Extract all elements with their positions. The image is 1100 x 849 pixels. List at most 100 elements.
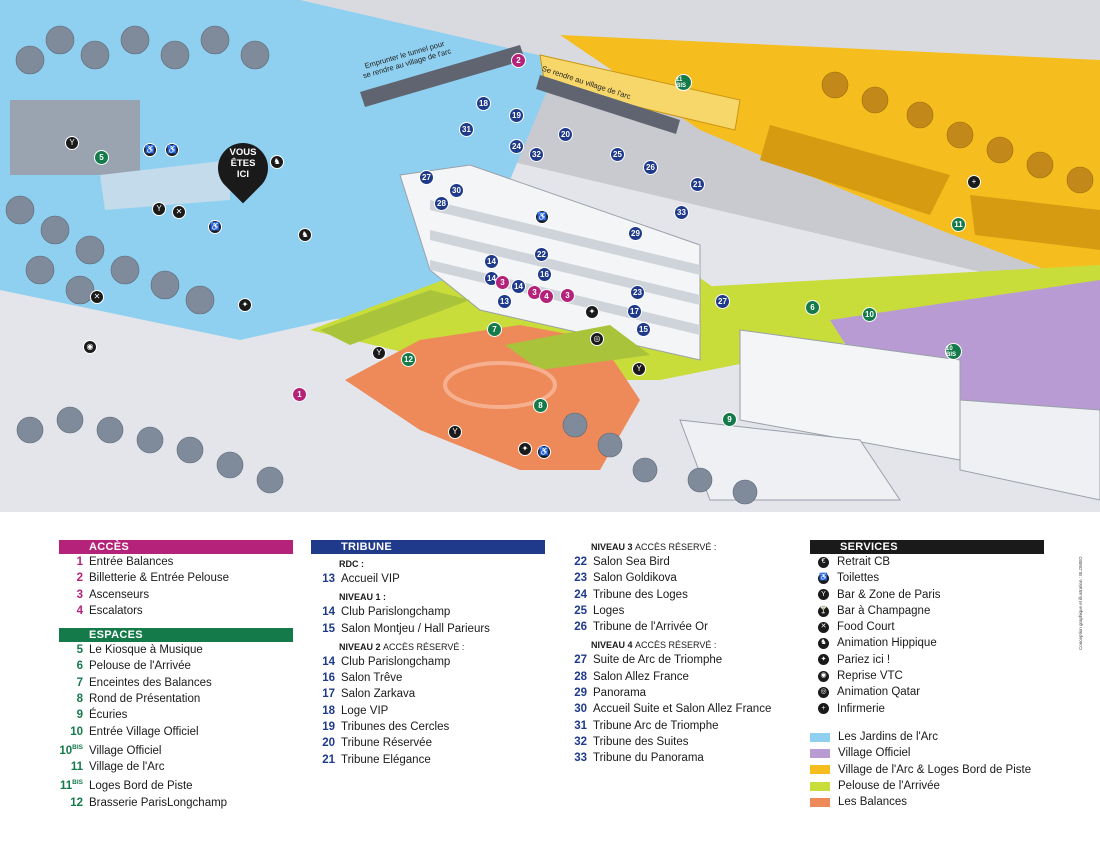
service-item-label: Food Court: [837, 621, 895, 634]
zone-item: Village Officiel: [810, 745, 1044, 761]
legend-item-label: Tribunes des Cercles: [341, 721, 450, 734]
bar-icon: Y: [372, 346, 386, 360]
map-marker-10: 10: [862, 307, 877, 322]
service-item: ✦Pariez ici !: [810, 652, 1044, 668]
legend-item-label: Tribune Réservée: [341, 737, 432, 750]
legend-item-number: 33: [574, 752, 587, 765]
service-item-label: Bar à Champagne: [837, 604, 931, 617]
legend-item-number: 15: [322, 622, 335, 635]
map-marker-16: 16: [537, 267, 552, 282]
zone-swatch: [810, 765, 830, 775]
legend-item-label: Loges Bord de Piste: [89, 780, 193, 793]
service-item: ✕ Food Court: [810, 619, 1044, 635]
champagne-icon: 🍸: [818, 605, 829, 617]
legend-item-number: 24: [574, 588, 587, 601]
map-marker-17: 17: [627, 304, 642, 319]
map-marker-24: 24: [509, 139, 524, 154]
map-marker-6: 6: [805, 300, 820, 315]
map-marker-28: 28: [434, 196, 449, 211]
map-marker-14: 14: [484, 254, 499, 269]
bet-icon: ✦: [585, 305, 599, 319]
legend-item-number: 22: [574, 556, 587, 568]
legend-item-sup: BIS: [72, 743, 83, 751]
legend-item-label: Village Officiel: [89, 744, 162, 757]
zone-item-label: Les Jardins de l'Arc: [838, 730, 938, 743]
champagne-icon: Y: [632, 362, 646, 376]
map-marker-13: 13: [497, 294, 512, 309]
legend-item-number: 29: [574, 687, 587, 700]
map-marker-31: 31: [459, 122, 474, 137]
legend-item-label: Panorama: [593, 687, 647, 700]
map-marker-1: 1: [292, 387, 307, 402]
service-item: ◉Reprise VTC: [810, 668, 1044, 684]
service-item: ♿Toilettes: [810, 570, 1044, 586]
rdc-subheader: RDC :: [339, 559, 364, 569]
legend-item-number: 26: [574, 621, 587, 634]
legend-item-label: Loges: [593, 604, 625, 617]
zone-item: Pelouse de l'Arrivée: [810, 778, 1044, 794]
legend-item-number: 20: [322, 737, 335, 750]
map-marker-7: 7: [487, 322, 502, 337]
niveau4-subheader: NIVEAU 4 ACCÈS RÉSERVÉ :: [591, 640, 717, 651]
map-marker-8: 8: [533, 398, 548, 413]
legend-item-number: 5: [76, 644, 83, 657]
map-marker-18: 18: [476, 96, 491, 111]
services-header: SERVICES: [810, 540, 1044, 554]
zone-swatch: [810, 797, 830, 807]
legend-item-number: 4: [76, 604, 83, 617]
legend-item-label: Accueil Suite et Salon Allez France: [593, 703, 772, 716]
bet-icon: ✦: [818, 654, 829, 666]
map-marker-10-bis: 10 BIS: [945, 343, 962, 360]
legend-item-label: Entrée Village Officiel: [89, 725, 199, 738]
service-item-label: Animation Qatar: [837, 686, 921, 699]
map-marker-11-bis: 11 BIS: [675, 74, 692, 91]
map-marker-32: 32: [529, 147, 544, 162]
service-item: €Retrait CB: [810, 554, 1044, 570]
service-item: ◎Animation Qatar: [810, 684, 1044, 700]
legend-item-number: 10BIS: [59, 743, 83, 757]
zone-swatch: [810, 732, 830, 742]
legend-item-number: 10: [70, 725, 83, 738]
map-marker-33: 33: [674, 205, 689, 220]
legend-item-number: 3: [76, 588, 83, 601]
legend-item-number: 16: [322, 672, 335, 685]
toilet-icon: ♿: [143, 143, 157, 157]
food-icon: ✕: [818, 621, 829, 633]
legend-item-label: Salon Montjeu / Hall Parieurs: [341, 622, 490, 635]
legend-item-number: 9: [76, 709, 83, 722]
map-marker-14: 14: [511, 279, 526, 294]
map-marker-12: 12: [401, 352, 416, 367]
map-marker-27: 27: [715, 294, 730, 309]
legend-item-number: 1: [76, 556, 83, 568]
legend-item-label: Tribune Elégance: [341, 753, 431, 766]
legend-item-number: 6: [76, 660, 83, 673]
service-item-label: Toilettes: [837, 572, 880, 585]
map-marker-3: 3: [527, 285, 542, 300]
legend-item-number: 2: [76, 572, 83, 585]
service-item-label: Animation Hippique: [837, 637, 937, 650]
service-item: ♞Animation Hippique: [810, 635, 1044, 651]
zone-swatch: [810, 781, 830, 791]
legend-item-number: 23: [574, 572, 587, 585]
horse-icon: ♞: [298, 228, 312, 242]
legend-item-label: Escalators: [89, 604, 143, 617]
legend-item: 20 Tribune Réservée: [311, 735, 545, 751]
